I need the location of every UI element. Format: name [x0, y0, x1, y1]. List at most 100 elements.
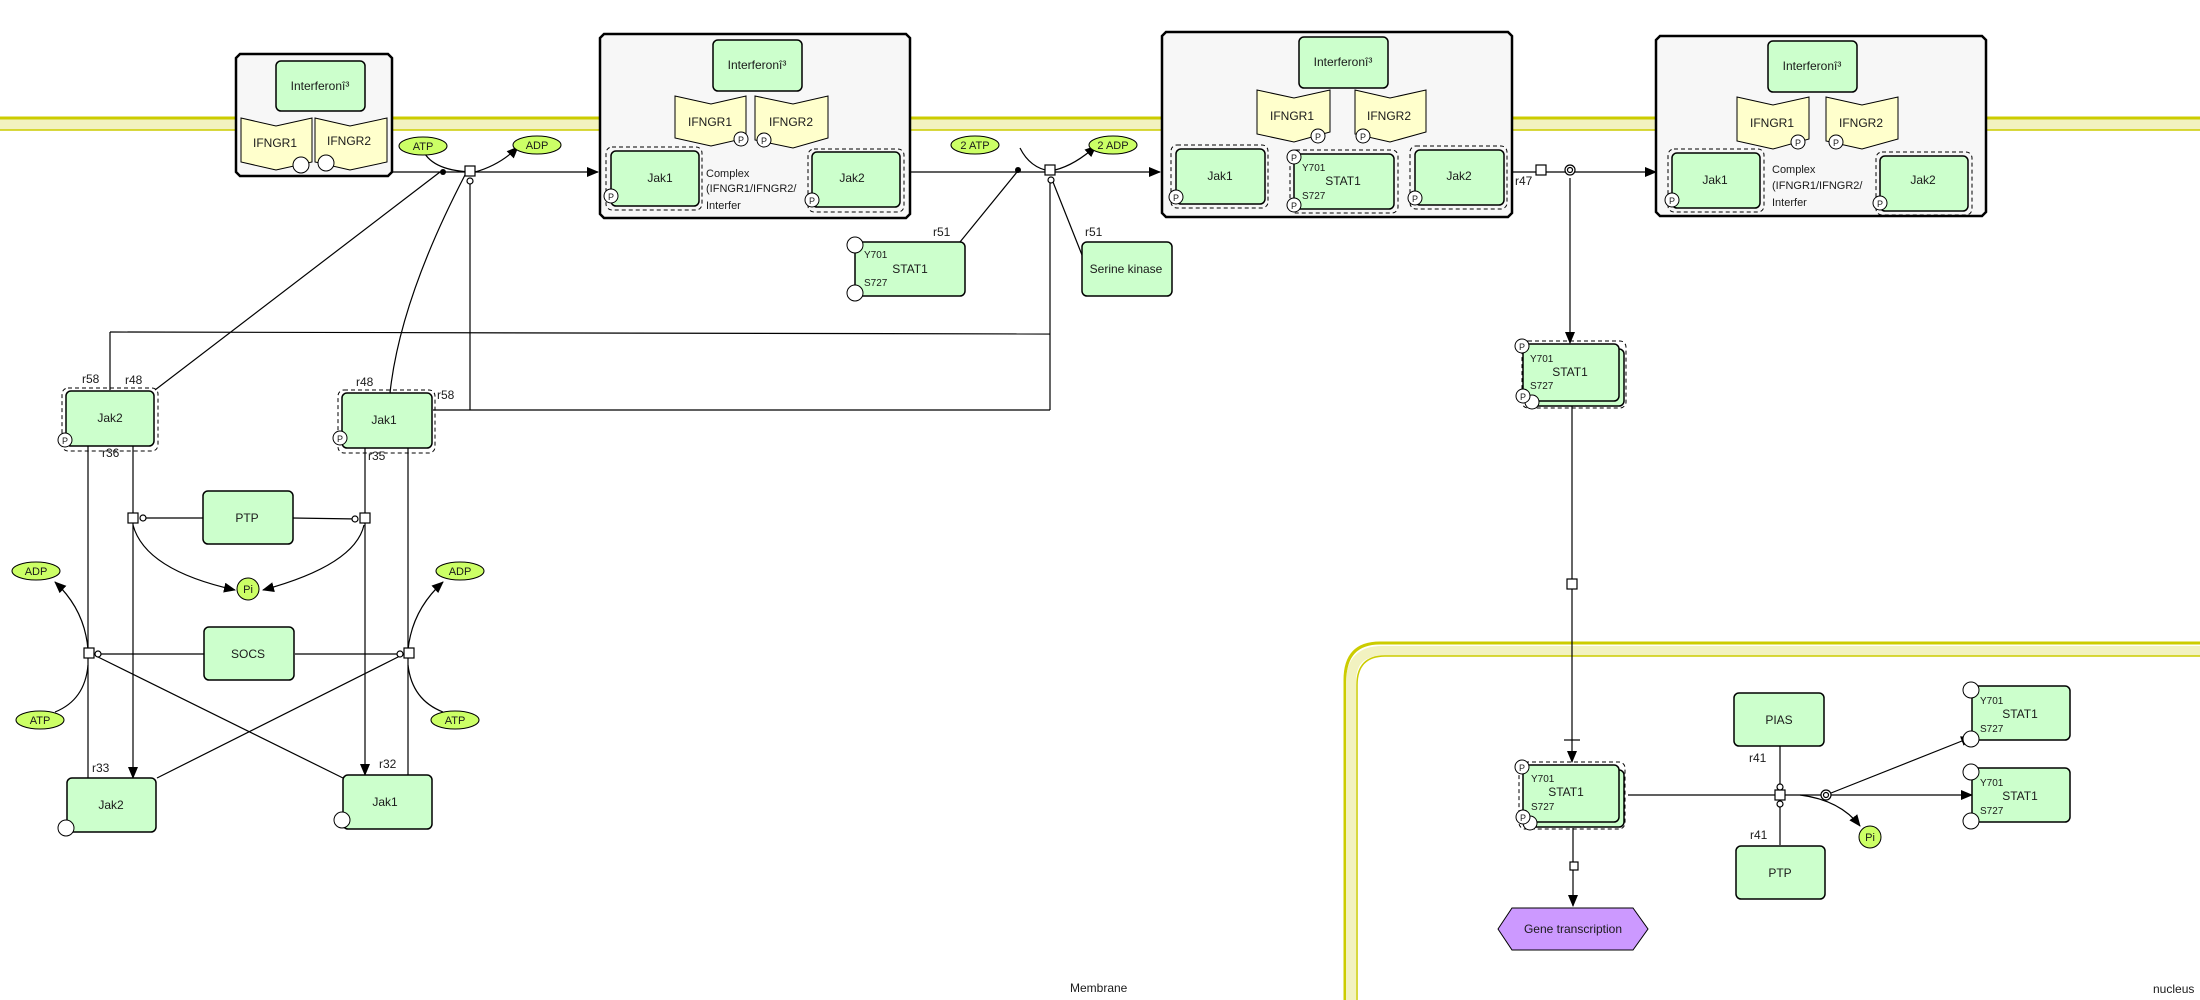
- ifngr2-receptor[interactable]: [1825, 96, 1899, 150]
- atp2-label: 2 ATP: [960, 140, 989, 152]
- stat1[interactable]: [1293, 153, 1395, 210]
- ifngr1-receptor[interactable]: [1256, 89, 1331, 143]
- complex-label: (IFNGR1/IFNGR2/: [706, 183, 797, 195]
- pi-label: Pi: [243, 584, 253, 596]
- jak1[interactable]: [1175, 148, 1266, 205]
- adp-right[interactable]: ADP: [435, 561, 485, 581]
- reaction-label: r35: [368, 449, 386, 463]
- jak1[interactable]: [1671, 152, 1761, 209]
- stat1-dephosphorylated-1[interactable]: Y701 STAT1 S727: [1962, 681, 2071, 748]
- jak2[interactable]: [1414, 149, 1505, 206]
- reaction-label: r58: [437, 388, 455, 402]
- phospho-site: P: [1291, 201, 1297, 211]
- atp-right[interactable]: ATP: [430, 710, 480, 730]
- ptp-left[interactable]: PTP: [202, 490, 294, 545]
- ifngr1-receptor[interactable]: [240, 117, 313, 171]
- interferon-gamma[interactable]: [275, 60, 366, 112]
- complex-label: Interfer: [1772, 197, 1807, 209]
- stat1-label: STAT1: [1552, 365, 1588, 379]
- site-label: S727: [1980, 806, 2004, 817]
- ifngr2-label: IFNGR2: [327, 134, 371, 148]
- ifngr2-label: IFNGR2: [1839, 116, 1883, 130]
- jak1-label: Jak1: [647, 171, 673, 185]
- atp-molecule[interactable]: ATP: [398, 136, 448, 156]
- ptp-label: PTP: [235, 511, 258, 525]
- jak1[interactable]: [610, 150, 700, 207]
- reaction-label: r51: [1085, 225, 1103, 239]
- complex-ifngr-inactive[interactable]: Interferonî³ IFNGR1 IFNGR2: [234, 52, 394, 178]
- interferon-label: Interferonî³: [1314, 55, 1373, 69]
- process-nodes: [83, 164, 1832, 871]
- jak1-phosphorylated[interactable]: Jak1 P: [332, 389, 436, 454]
- pias[interactable]: PIAS: [1733, 692, 1825, 747]
- stat1-unphosphorylated[interactable]: Y701 STAT1 S727: [846, 236, 966, 302]
- adp-label: ADP: [25, 566, 48, 578]
- phospho-site: P: [608, 192, 614, 202]
- reaction-label: r47: [1515, 174, 1533, 188]
- stat1-dimer-cytoplasm[interactable]: P P Y701 STAT1 S727: [1514, 338, 1627, 410]
- ifngr2-label: IFNGR2: [1367, 109, 1411, 123]
- pi-molecule-nucleus[interactable]: Pi: [1858, 825, 1882, 849]
- jak2-phosphorylated[interactable]: Jak2 P: [57, 387, 159, 452]
- ifngr1-receptor[interactable]: [1736, 96, 1810, 150]
- pias-label: PIAS: [1765, 713, 1792, 727]
- complex-ifngr-jak[interactable]: Interferonî³ IFNGR1 P IFNGR2 P Jak1 P Ja…: [598, 32, 912, 220]
- ptp-nucleus[interactable]: PTP: [1735, 845, 1826, 900]
- serine-kinase[interactable]: Serine kinase: [1081, 241, 1173, 297]
- adp-molecule[interactable]: ADP: [512, 135, 562, 155]
- complex-ifngr-jak-active[interactable]: Interferonî³ IFNGR1 P IFNGR2 P Jak1 P Ja…: [1654, 34, 1988, 218]
- ifngr2-receptor[interactable]: [754, 95, 829, 149]
- gene-transcription-phenotype[interactable]: Gene transcription: [1497, 907, 1649, 951]
- adp-left[interactable]: ADP: [11, 561, 61, 581]
- atp2-molecule[interactable]: 2 ATP: [950, 135, 1000, 155]
- stat1-label: STAT1: [1325, 174, 1361, 188]
- interferon-label: Interferonî³: [1783, 59, 1842, 73]
- site-label: Y701: [864, 250, 888, 261]
- stat1-dephosphorylated-2[interactable]: Y701 STAT1 S727: [1962, 763, 2071, 830]
- ifngr1-label: IFNGR1: [688, 115, 732, 129]
- ifngr2-label: IFNGR2: [769, 115, 813, 129]
- jak1-label: Jak1: [372, 795, 398, 809]
- ifngr2-receptor[interactable]: [1354, 89, 1427, 143]
- jak2[interactable]: [811, 151, 901, 208]
- phospho-site: P: [1877, 199, 1883, 209]
- membrane-label: Membrane: [1070, 981, 1128, 995]
- jak2-label: Jak2: [98, 798, 124, 812]
- phospho-site: P: [1173, 193, 1179, 203]
- socs-label: SOCS: [231, 647, 265, 661]
- pi-molecule-left[interactable]: Pi: [236, 577, 260, 601]
- reaction-label: r41: [1750, 828, 1768, 842]
- interferon-gamma[interactable]: [712, 39, 803, 92]
- phospho-site: P: [761, 136, 767, 146]
- nucleus-label: nucleus: [2153, 982, 2194, 996]
- jak2[interactable]: [1879, 155, 1969, 212]
- socs[interactable]: SOCS: [203, 626, 295, 681]
- atp-left[interactable]: ATP: [15, 710, 65, 730]
- site-label: Y701: [1530, 354, 1554, 365]
- site-label: S727: [1302, 191, 1326, 202]
- jak1-label: Jak1: [1207, 169, 1233, 183]
- pi-label: Pi: [1865, 832, 1875, 844]
- jak1-unphosphorylated[interactable]: Jak1: [333, 774, 433, 830]
- phospho-site: P: [62, 436, 68, 446]
- phospho-site: P: [1412, 194, 1418, 204]
- site-label: Y701: [1302, 163, 1326, 174]
- complex-label: (IFNGR1/IFNGR2/: [1772, 180, 1863, 192]
- ifngr2-receptor[interactable]: [314, 117, 388, 171]
- adp2-molecule[interactable]: 2 ADP: [1088, 135, 1138, 155]
- jak2-unphosphorylated[interactable]: Jak2: [57, 777, 157, 837]
- adp2-label: 2 ADP: [1097, 140, 1128, 152]
- phospho-site: P: [1315, 132, 1321, 142]
- site-label: S727: [1531, 802, 1555, 813]
- complex-ifngr-jak-stat1[interactable]: Interferonî³ IFNGR1 P IFNGR2 P Jak1 P P …: [1160, 30, 1514, 219]
- reaction-label: r51: [933, 225, 951, 239]
- stat1-dimer-nucleus[interactable]: P P Y701 STAT1 S727: [1514, 759, 1626, 831]
- reaction-edges: [54, 145, 1973, 907]
- jak2-label: Jak2: [839, 171, 865, 185]
- adp-label: ADP: [449, 566, 472, 578]
- ifngr1-label: IFNGR1: [1750, 116, 1794, 130]
- complex-label: Complex: [1772, 164, 1816, 176]
- interferon-gamma[interactable]: [1767, 40, 1858, 93]
- interferon-gamma[interactable]: [1298, 36, 1389, 89]
